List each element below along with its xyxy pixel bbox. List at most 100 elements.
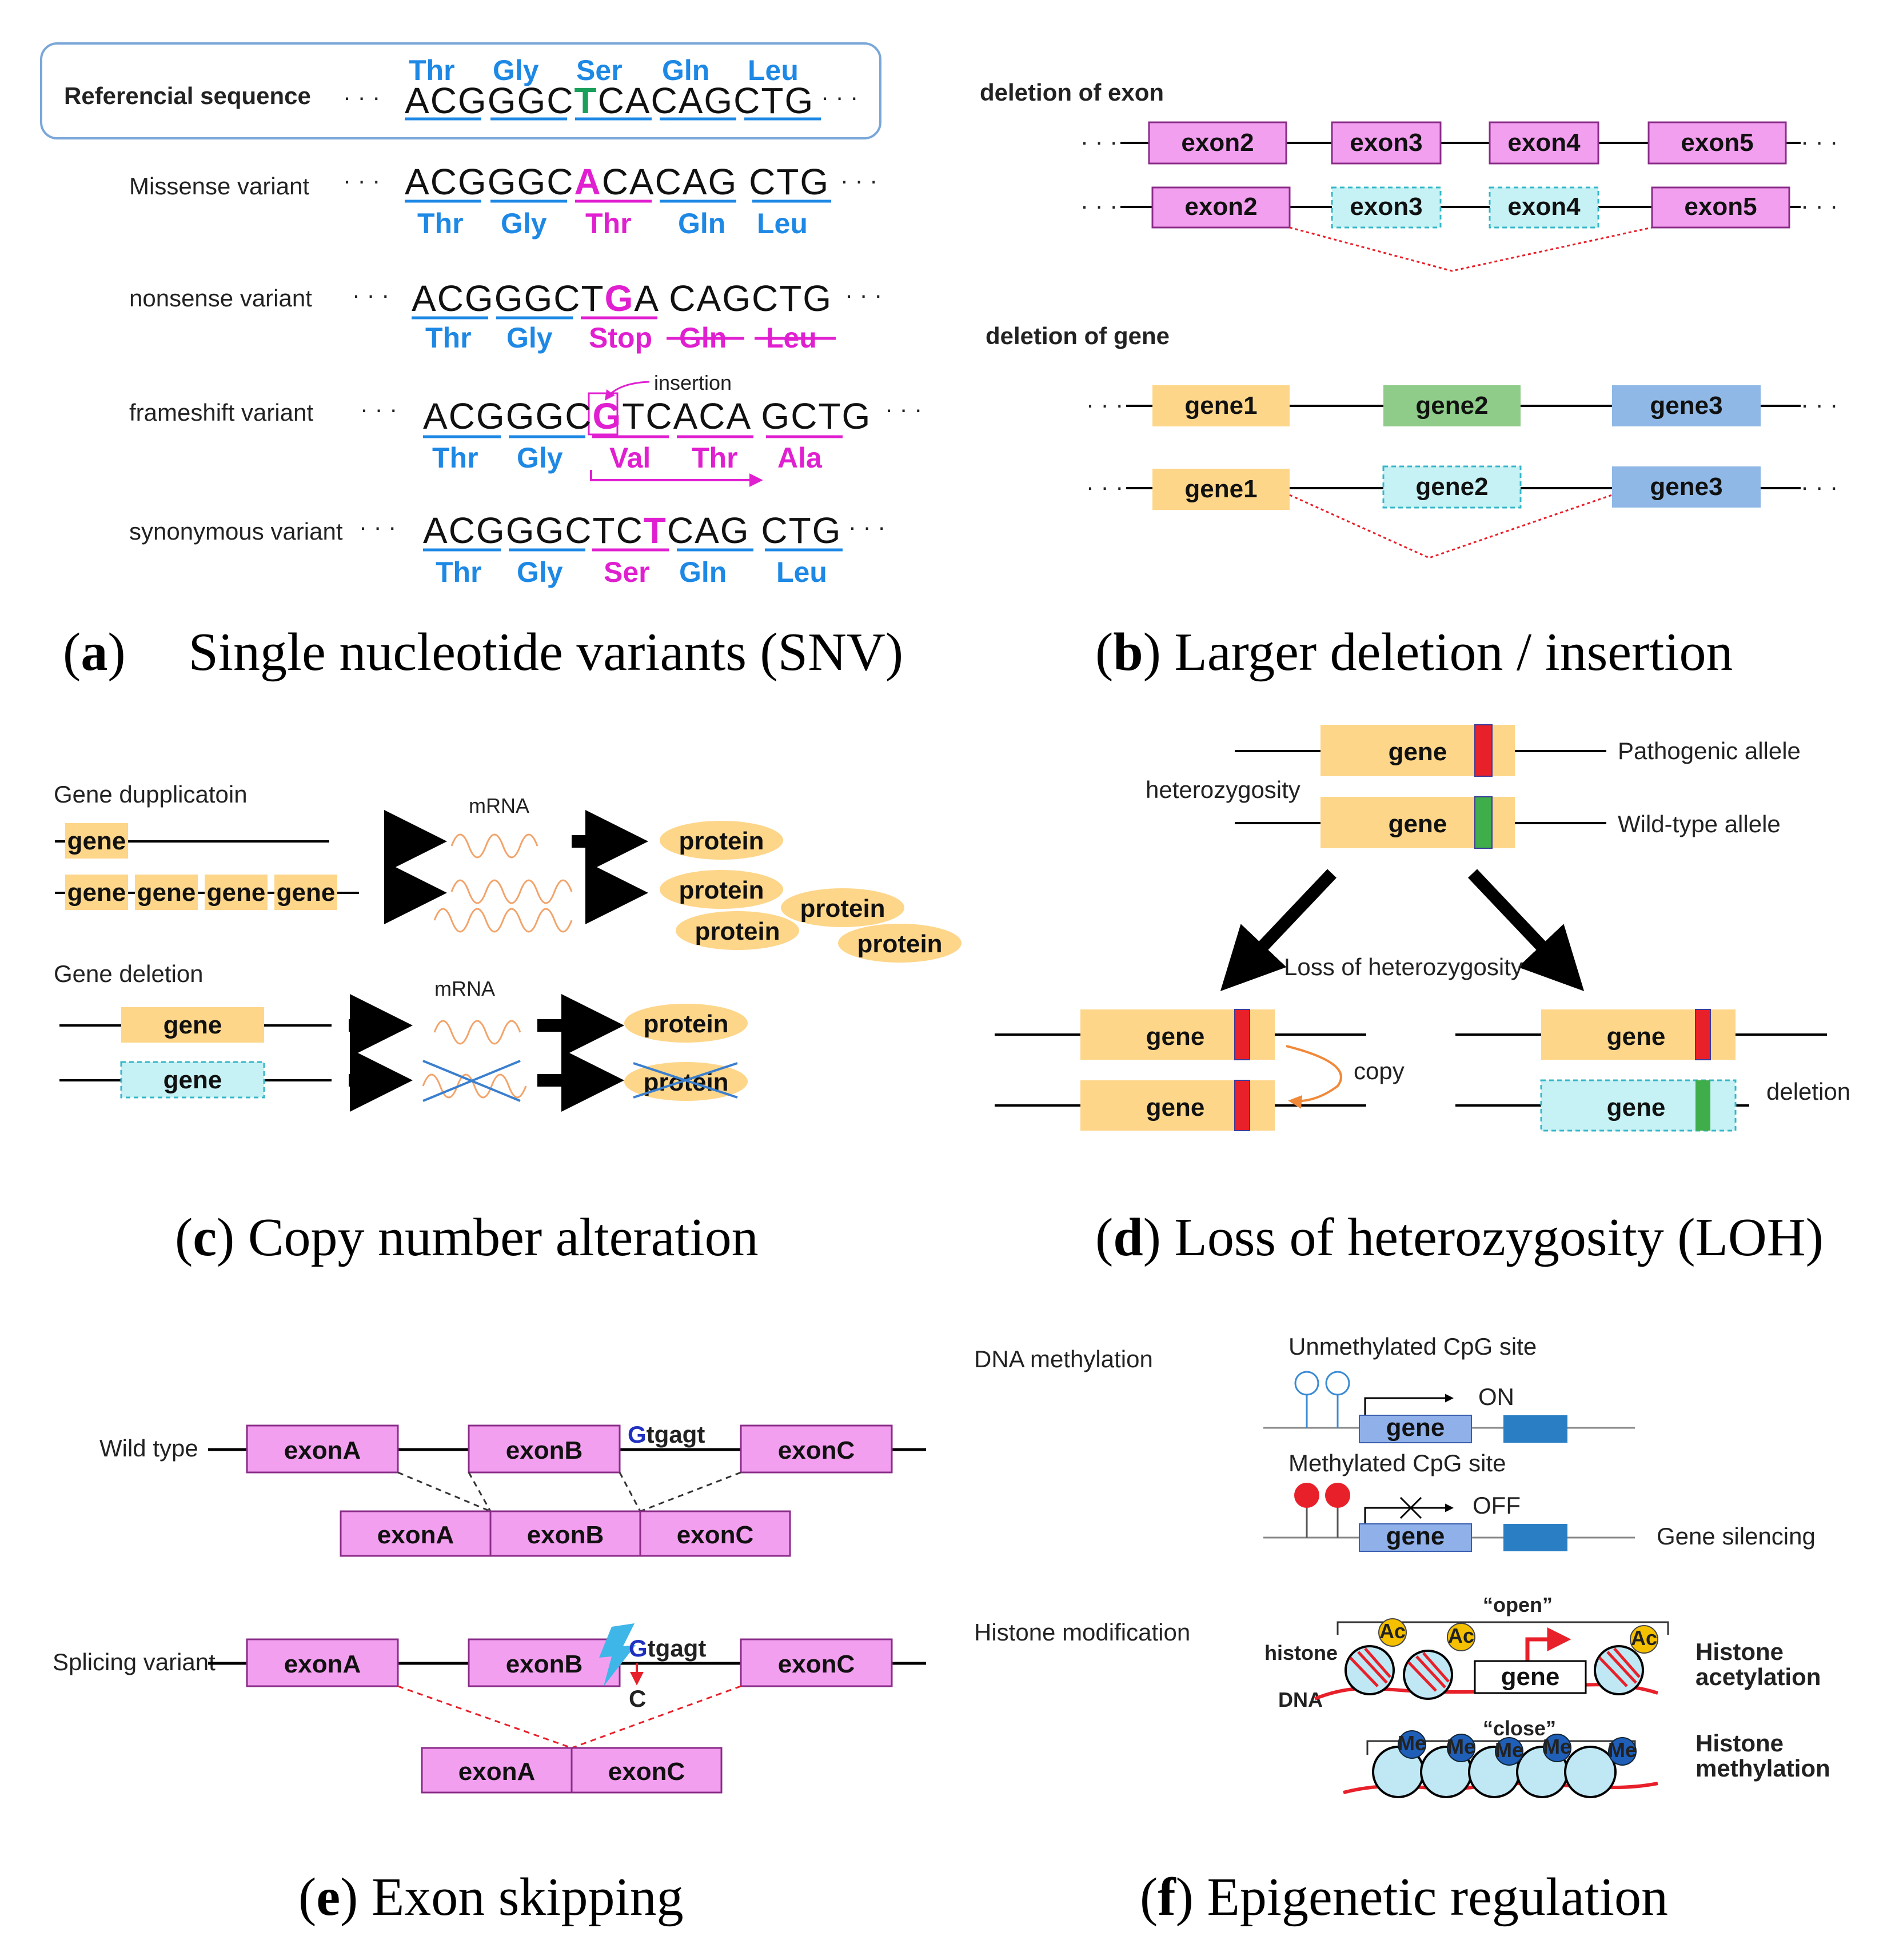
missense-aa-1: Thr — [417, 207, 464, 239]
histone-gene: gene — [1501, 1663, 1560, 1691]
protein-5: protein — [857, 930, 942, 958]
ref-aa-4: Gln — [662, 54, 709, 86]
del-protein: protein — [643, 1010, 728, 1038]
frameshift-label: frameshift variant — [129, 399, 313, 426]
exon-row2-dots-r: · · · — [1801, 192, 1838, 219]
ref-aa-1: Thr — [409, 54, 455, 86]
protein-4: protein — [695, 917, 780, 945]
nonsense-sequence: ACGGGCTGA CAGCTG — [412, 278, 832, 319]
frameshift-sequence: ACGGGCGTCACA GCTG — [423, 396, 871, 437]
dup-gene-3: gene — [207, 879, 266, 907]
meth-gene: gene — [1386, 1522, 1445, 1550]
heterozygosity-label: heterozygosity — [1146, 776, 1300, 803]
del-mrna-cross — [422, 1060, 521, 1102]
histone-modification-label: Histone modification — [974, 1619, 1190, 1646]
mrna-exonC: exonC — [677, 1521, 753, 1549]
nonsense-aa-2: Gly — [506, 322, 553, 354]
acetylation-label-2: acetylation — [1695, 1663, 1821, 1690]
frameshift-aa-3: Val — [609, 442, 651, 474]
frameshift-aa-4: Thr — [692, 442, 738, 474]
synonymous-dots-right: · · · — [848, 513, 885, 540]
nonsense-dots-right: · · · — [845, 281, 882, 308]
acetyl-badges: Ac Ac Ac — [1378, 1618, 1658, 1654]
gene-row2-gene2-deleted: gene2 — [1415, 473, 1488, 501]
exon-row1-exon5: exon5 — [1681, 129, 1753, 157]
methylated-cpg-icon — [1294, 1483, 1350, 1538]
del-gene-deleted: gene — [163, 1066, 222, 1094]
synonymous-aa-5: Leu — [776, 556, 827, 588]
del-mrna-wave — [433, 1020, 521, 1045]
insertion-label: insertion — [654, 371, 732, 394]
open-bracket — [1337, 1621, 1669, 1635]
panel-f: DNA methylation Unmethylated CpG site ON… — [974, 1333, 1830, 1927]
methylated-label: Methylated CpG site — [1288, 1450, 1506, 1476]
synonymous-sequence: ACGGGCTCTCAG CTG — [423, 510, 841, 551]
dup-gene-2: gene — [137, 879, 196, 907]
synonymous-dots: · · · — [359, 513, 396, 540]
missense-aa-2: Gly — [501, 207, 547, 239]
dup-mrna-wave-2 — [450, 879, 573, 904]
d-gene-right-bottom-deleted: gene — [1607, 1093, 1666, 1121]
frameshift-aa-1: Thr — [432, 442, 478, 474]
panel-e: Wild type exonA exonB Gtgagt exonC exonA… — [53, 1421, 926, 1927]
gene-row1-dots-r: · · · — [1801, 391, 1838, 418]
deletion-label: deletion — [1766, 1078, 1850, 1105]
exon-row2-exon5: exon5 — [1684, 193, 1757, 221]
ref-dots-left: · · · — [343, 83, 380, 110]
me-badge-4: Me — [1543, 1735, 1571, 1758]
caption-d: (d) Loss of heterozygosity (LOH) — [1095, 1208, 1824, 1267]
frameshift-dots-left: · · · — [360, 396, 397, 422]
exon-deletion-title: deletion of exon — [980, 79, 1164, 106]
copy-arrow — [1286, 1045, 1342, 1109]
off-cross-icon — [1399, 1496, 1422, 1519]
dup-mrna-wave-1 — [450, 833, 538, 859]
panel-b: deletion of exon · · · · · · exon2 exon3… — [980, 79, 1838, 682]
gene-silencing-label: Gene silencing — [1657, 1523, 1816, 1550]
del-gene: gene — [163, 1011, 222, 1039]
exon-row2-exon3-deleted: exon3 — [1350, 193, 1422, 221]
open-nucleosomes — [1345, 1645, 1644, 1700]
missense-label: Missense variant — [129, 173, 309, 199]
exon-row1-exon4: exon4 — [1507, 129, 1581, 157]
ref-label: Referencial sequence — [64, 82, 311, 109]
methylation-label-1: Histone — [1695, 1730, 1784, 1757]
exon-row1-exon2: exon2 — [1181, 129, 1254, 157]
caption-e: (e) Exon skipping — [298, 1867, 684, 1927]
dup-gene-4: gene — [277, 879, 336, 907]
wt-exonB: exonB — [506, 1436, 583, 1464]
d-gene-left-bottom: gene — [1146, 1093, 1205, 1121]
exon-splice-dotted — [1289, 226, 1653, 272]
gene-splice-dotted — [1289, 494, 1613, 559]
gene-row2-dots-r: · · · — [1801, 473, 1838, 500]
exon-row2-exon2: exon2 — [1184, 193, 1257, 221]
wildtype-row-label: Wild type — [99, 1435, 198, 1462]
gene-row1-gene3: gene3 — [1650, 392, 1722, 420]
sv-exonB: exonB — [506, 1650, 583, 1678]
missense-aa-3: Thr — [585, 207, 632, 239]
ac-badge-2: Ac — [1448, 1624, 1474, 1647]
loh-arrow-right — [1468, 869, 1585, 991]
acetylation-label-1: Histone — [1695, 1638, 1784, 1665]
ref-amino-acids: Thr Gly Ser Gln Leu — [409, 54, 799, 86]
synonymous-aa-4: Gln — [679, 556, 727, 588]
insertion-box — [588, 392, 619, 436]
missense-aa-5: Leu — [757, 207, 808, 239]
me-badge-2: Me — [1447, 1735, 1475, 1758]
unmethylated-label: Unmethylated CpG site — [1288, 1333, 1537, 1360]
lightning-icon — [599, 1623, 636, 1686]
synonymous-label: synonymous variant — [129, 518, 343, 545]
gene-row1-dots-l: · · · — [1086, 391, 1123, 418]
dup-proteins: protein protein protein protein protein — [660, 821, 962, 963]
wt-exonA: exonA — [284, 1436, 361, 1464]
gene-row1-gene1: gene1 — [1184, 392, 1257, 420]
missense-aa-4: Gln — [678, 207, 725, 239]
gene-row2-gene3: gene3 — [1650, 473, 1722, 501]
dup-mrna-wave-3 — [433, 908, 573, 933]
exon-row1-dots-l: · · · — [1080, 128, 1118, 155]
exon-row2: exon2 exon3 exon4 exon5 — [1151, 186, 1790, 229]
loss-label: Loss of heterozygosity — [1284, 953, 1523, 980]
exon-row1-exon3: exon3 — [1350, 129, 1422, 157]
exon-row1-dots-r: · · · — [1801, 128, 1838, 155]
wildtype-label: Wild-type allele — [1618, 811, 1781, 837]
